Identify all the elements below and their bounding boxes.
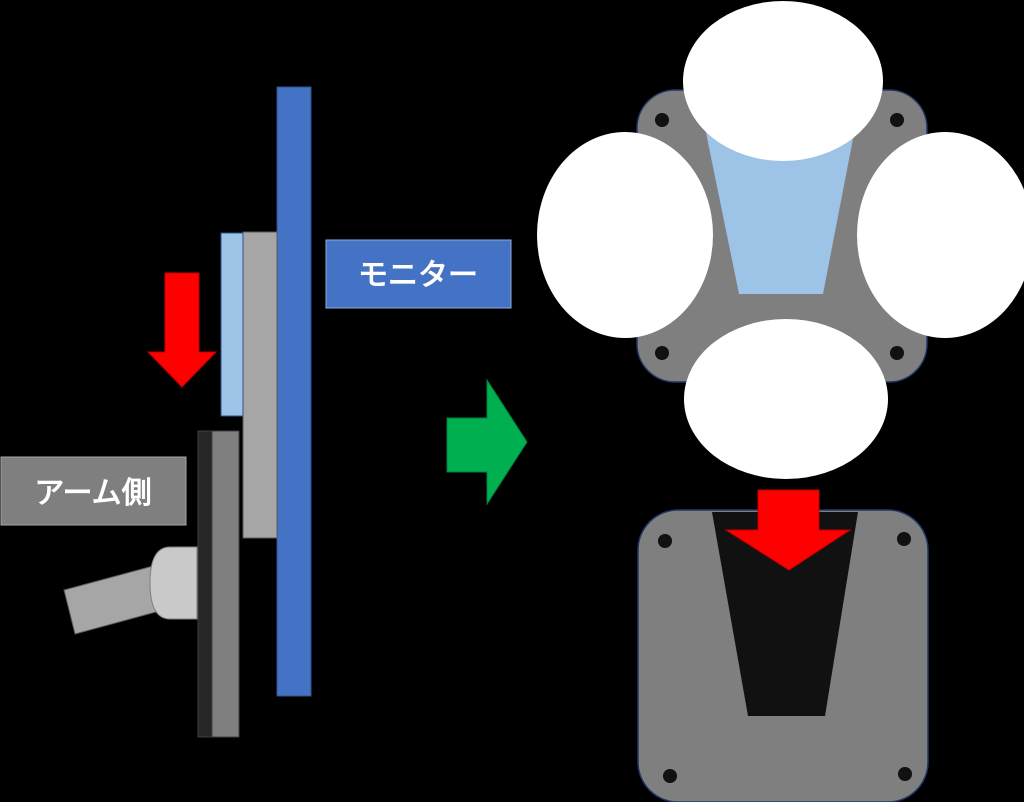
monitor-plate-front <box>537 1 1024 479</box>
cutout-top <box>683 1 883 161</box>
arm-slot <box>712 512 858 716</box>
screw-hole <box>898 767 912 781</box>
screw-hole <box>663 769 677 783</box>
arm-bracket-plate <box>211 430 240 738</box>
monitor-mount-plate <box>242 231 278 539</box>
arm-plate-front <box>637 509 929 802</box>
arm-joint <box>149 546 198 620</box>
down-arrow-icon <box>146 272 218 388</box>
monitor-panel <box>276 86 312 697</box>
sliding-plate <box>220 232 244 417</box>
arm-side-label-text: アーム側 <box>34 476 151 511</box>
cutout-right <box>857 132 1024 338</box>
right-arrow-icon <box>446 378 528 506</box>
screw-hole <box>655 346 669 360</box>
cutout-left <box>537 132 713 338</box>
screw-hole <box>890 113 904 127</box>
front-view <box>537 1 1024 802</box>
screw-hole <box>655 113 669 127</box>
arm-bracket-dark <box>197 430 214 738</box>
screw-hole <box>890 346 904 360</box>
down-arrow-icon <box>724 489 852 571</box>
screw-hole <box>897 532 911 546</box>
cutout-bottom <box>684 319 888 479</box>
side-view <box>63 86 312 738</box>
monitor-label-text: モニター <box>358 258 478 293</box>
screw-hole <box>658 534 672 548</box>
slide-slot <box>703 118 857 294</box>
arm-side-label: アーム側 <box>0 456 187 526</box>
monitor-label: モニター <box>325 239 512 309</box>
